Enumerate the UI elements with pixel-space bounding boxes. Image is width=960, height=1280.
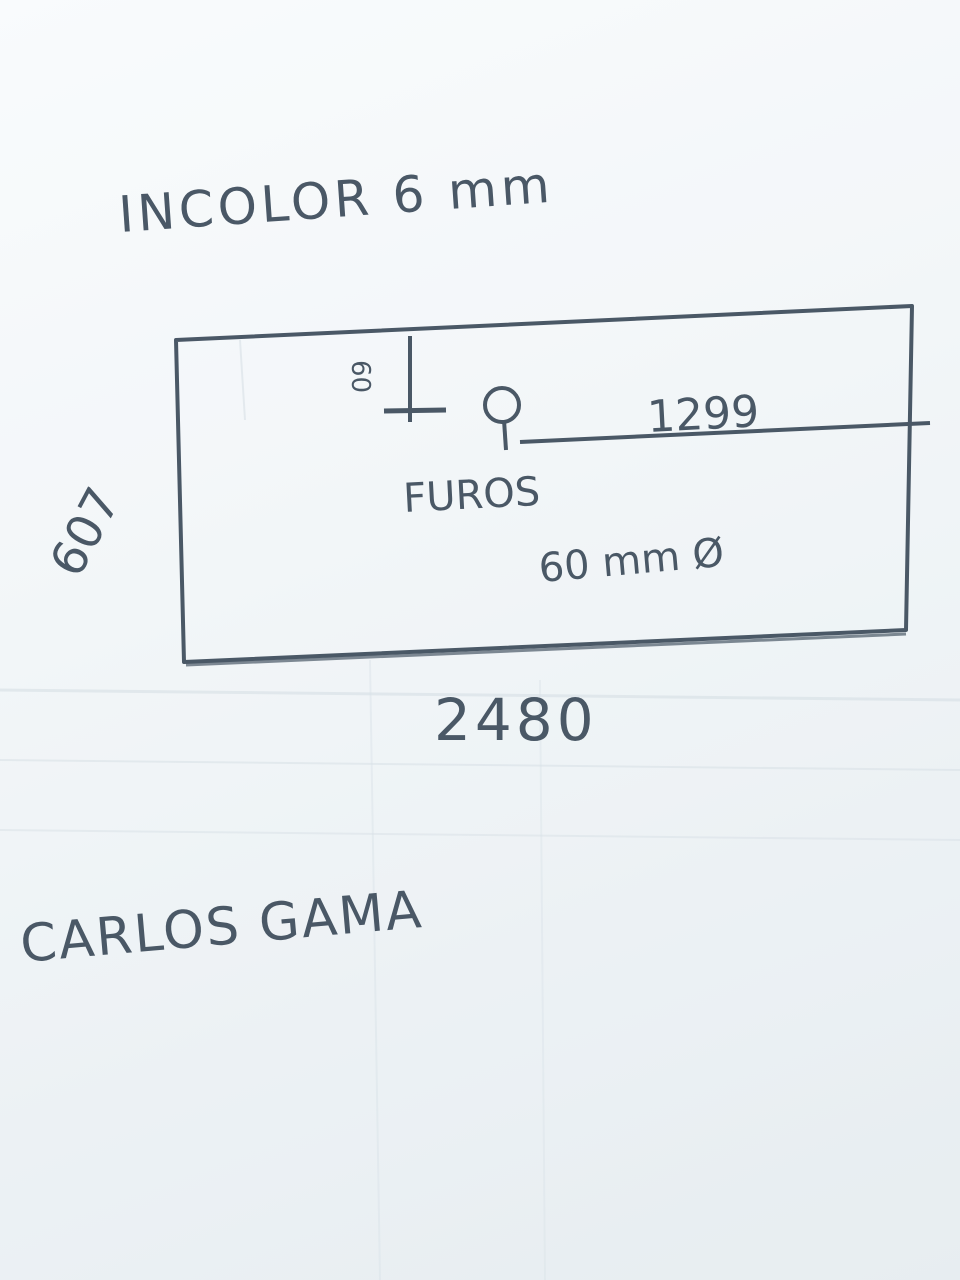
holes-label: FUROS: [402, 469, 541, 522]
height-dimension-label: 607: [39, 478, 131, 585]
hole-diameter-label: 60 mm Ø: [537, 530, 726, 592]
hole-offset-side-label: 1299: [646, 386, 761, 443]
signature: CARLOS GAMA: [18, 880, 426, 975]
glass-panel-outline-bottom-stroke: [185, 632, 907, 667]
glass-panel-outline: [174, 304, 914, 664]
material-note: INCOLOR 6 mm: [117, 156, 556, 244]
hole-offset-top-label: 60: [345, 360, 375, 393]
hole-offset-side-line: [519, 421, 931, 444]
width-dimension-label: 2480: [434, 686, 598, 754]
hole-center-stem: [502, 419, 508, 451]
hole-offset-top-baseline: [383, 407, 447, 414]
hole-circle: [483, 386, 521, 424]
